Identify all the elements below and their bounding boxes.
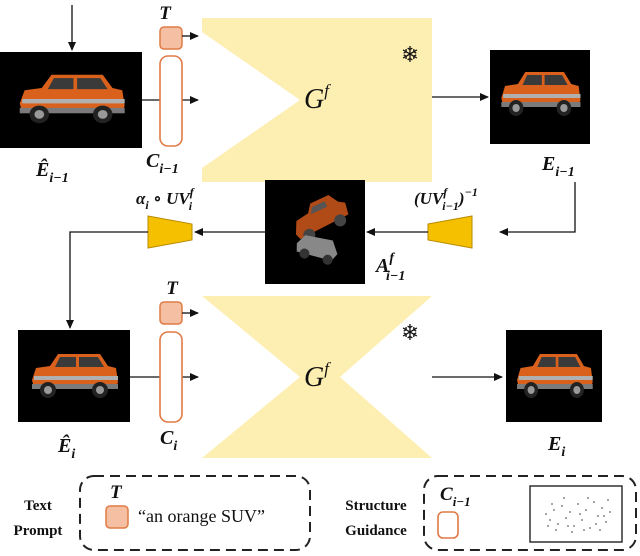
warp-to-input-line — [66, 231, 148, 329]
snowflake-icon: ❄ — [401, 320, 419, 345]
atlas-image — [265, 180, 365, 284]
output-label-prev: Ei−1 — [541, 153, 575, 180]
generator-label-bottom: Gf — [304, 359, 331, 393]
generator-bottom — [202, 296, 432, 458]
legend-text-token-label: T — [110, 482, 123, 503]
text-token-bottom — [159, 301, 183, 325]
uv-warp — [147, 215, 193, 249]
legend-text-token — [105, 505, 129, 529]
text-token-label-top: T — [159, 3, 172, 24]
output-image-current — [506, 330, 602, 422]
legend-text-prompt-title: Text — [24, 498, 52, 514]
generator-label-top: Gf — [304, 81, 331, 115]
legend-structure-title: Structure — [345, 498, 407, 514]
output-label-current: Ei — [547, 433, 565, 460]
legend-text-prompt-example: “an orange SUV” — [138, 506, 265, 526]
input-label-current: Êi — [57, 433, 75, 462]
input-image-current — [18, 330, 130, 422]
output-to-inverse-warp-line — [499, 182, 576, 236]
legend-structure-sketch — [529, 485, 623, 543]
condition-label-bottom: Ci — [160, 427, 177, 454]
text-token-top — [159, 26, 183, 50]
condition-label-top: Ci−1 — [146, 150, 179, 177]
inverse-uv-warp — [427, 215, 473, 249]
legend-structure-token-label: Ci−1 — [440, 484, 471, 509]
legend-structure-title-2: Guidance — [345, 523, 407, 539]
legend-text-prompt-title-2: Prompt — [14, 523, 63, 539]
text-token-label-bottom: T — [166, 278, 179, 299]
legend-structure-token — [437, 511, 459, 539]
legend-text-prompt-box — [79, 475, 311, 551]
condition-bar-bottom — [159, 331, 183, 423]
input-label-prev: Êi−1 — [35, 157, 69, 186]
legend-structure-box — [423, 475, 637, 551]
snowflake-icon: ❄ — [401, 42, 419, 67]
input-image-prev — [0, 52, 142, 148]
output-image-prev — [490, 50, 590, 144]
condition-bar-top — [159, 55, 183, 147]
